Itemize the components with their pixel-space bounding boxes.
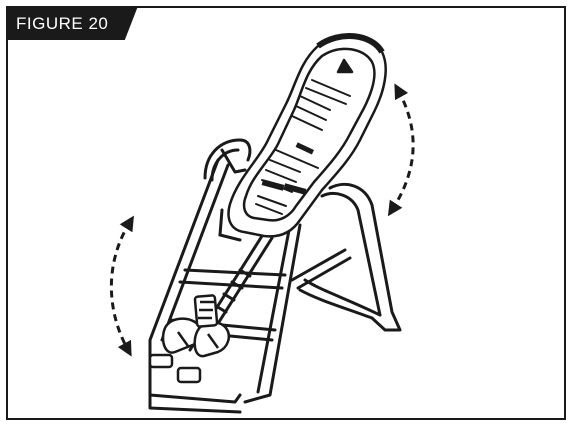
backrest-vents (261, 142, 315, 195)
double-arrow-right (387, 83, 415, 217)
figure-frame (6, 6, 566, 420)
backrest-ribs (255, 79, 351, 215)
ankle-holders (148, 294, 230, 384)
rear-frame (290, 182, 402, 332)
figure-label: FIGURE 20 (16, 14, 109, 33)
figure-tab: FIGURE 20 (6, 6, 138, 40)
backrest (227, 32, 387, 238)
handles (203, 138, 252, 182)
double-arrow-left (109, 215, 134, 357)
